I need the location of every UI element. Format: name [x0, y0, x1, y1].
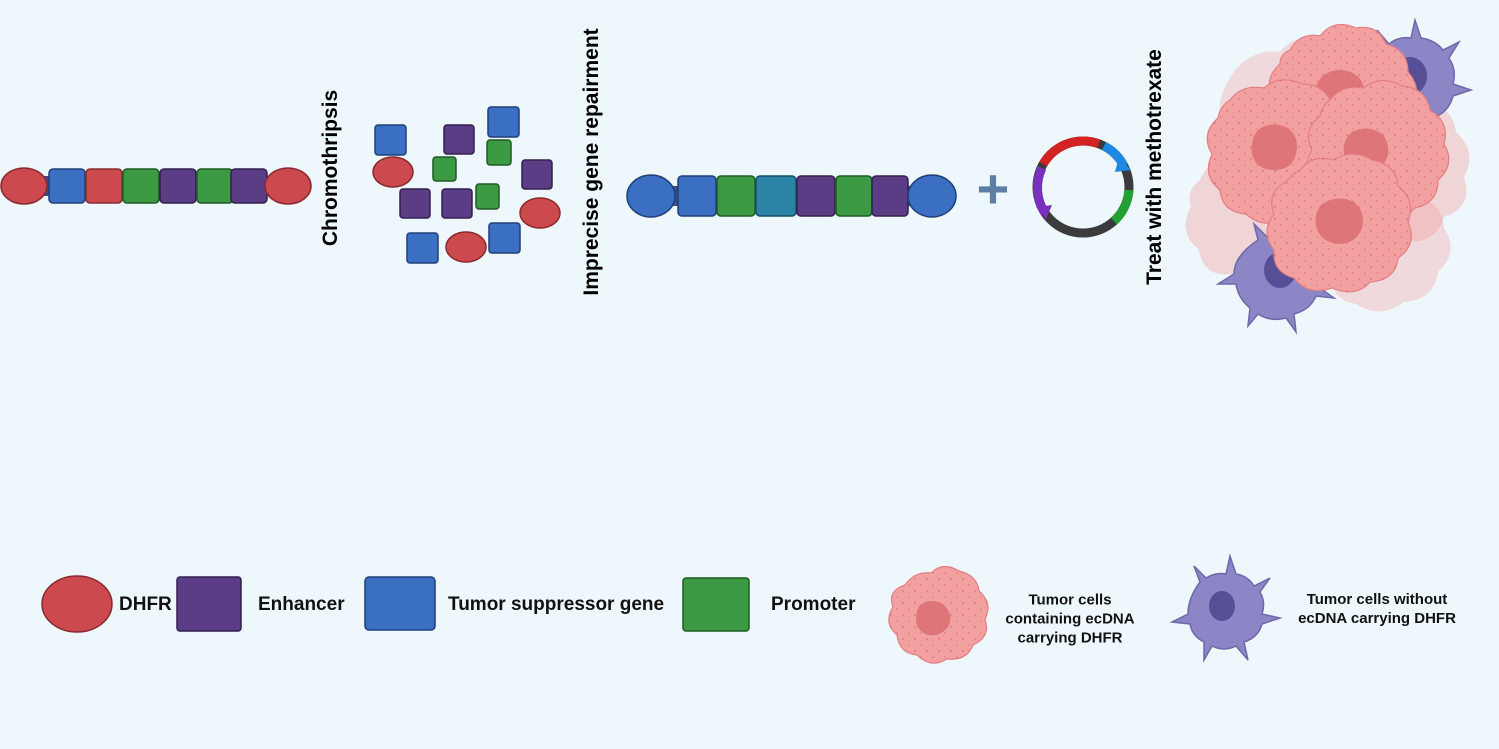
enhancer-segment: [230, 168, 268, 204]
legend-dhfr-icon: [41, 575, 113, 633]
ring-red-segment-b: [1082, 136, 1101, 149]
fragment-dhfr: [372, 156, 414, 188]
enhancer-segment: [871, 175, 909, 217]
promoter-segment: [122, 168, 160, 204]
step-chromothripsis-label: Chromothripsis: [319, 89, 342, 247]
enhancer-segment: [796, 175, 836, 217]
fragment-dhfr: [445, 231, 487, 263]
ecdna-ring: [1032, 136, 1134, 238]
fragment-enhancer: [443, 124, 475, 155]
teal-segment: [755, 175, 797, 217]
tumor-suppressor-segment: [48, 168, 86, 204]
legend-tumor-with-ecdna-line: Tumor cells: [1028, 591, 1112, 609]
legend-tumor-without-ecdna-line: Tumor cells without: [1306, 591, 1448, 608]
fragment-enhancer: [441, 188, 473, 219]
promoter-segment: [196, 168, 234, 204]
ring-arrow-blue: [1115, 157, 1131, 172]
legend-tumor-without-ecdna-line: ecDNA carrying DHFR: [1298, 610, 1456, 627]
legend-tumor-suppressor-icon: [364, 576, 436, 631]
step-treat-label: Treat with methotrexate: [1143, 49, 1166, 285]
plus-sign: +: [977, 157, 1010, 220]
legend-immune-cell-icon: [1169, 553, 1283, 663]
legend-tumor-cell-icon: [888, 565, 989, 664]
tumor-suppressor-end-left: [626, 174, 676, 218]
tumor-cell: [1266, 153, 1412, 293]
ring-red-segment: [1039, 136, 1084, 167]
dhfr-end-left: [0, 167, 48, 205]
fragment-promoter: [432, 156, 457, 182]
legend-tumor-without-ecdna-label: Tumor cells without ecDNA carrying DHFR: [1298, 590, 1456, 628]
tumor-suppressor-end-right: [907, 174, 957, 218]
legend-tumor-with-ecdna-label: Tumor cells containing ecDNA carrying DH…: [1005, 591, 1134, 648]
ring-arrow-purple: [1036, 205, 1052, 219]
fragment-enhancer: [399, 188, 431, 219]
fragment-enhancer: [521, 159, 553, 190]
legend-dhfr-label: DHFR: [119, 594, 172, 615]
fragment-dhfr: [519, 197, 561, 229]
promoter-segment: [716, 175, 756, 217]
dhfr-segment: [85, 168, 123, 204]
legend-tumor-with-ecdna-line: containing ecDNA: [1005, 610, 1135, 628]
original-chromosome: [0, 167, 312, 205]
step-repair-label: Imprecise gene repairment: [580, 28, 603, 296]
fragment-promoter: [486, 139, 512, 166]
dhfr-end-right: [264, 167, 312, 205]
shattered-fragments: [372, 106, 561, 264]
fragment-tumor-suppressor: [487, 106, 520, 138]
fragment-promoter: [475, 183, 500, 210]
legend-icons: [41, 553, 1283, 664]
legend-enhancer-icon: [176, 576, 242, 632]
legend-promoter-label: Promoter: [771, 594, 856, 615]
tumor-cluster: [1185, 17, 1474, 335]
ring-green-segment: [1110, 189, 1134, 225]
repaired-chromosome: [626, 174, 957, 218]
enhancer-segment: [159, 168, 197, 204]
promoter-segment: [835, 175, 873, 217]
legend-enhancer-label: Enhancer: [258, 594, 345, 615]
legend-promoter-icon: [682, 577, 750, 632]
fragment-tumor-suppressor: [406, 232, 439, 264]
legend-tumor-with-ecdna-line: carrying DHFR: [1017, 629, 1123, 647]
fragment-tumor-suppressor: [374, 124, 407, 156]
fragment-tumor-suppressor: [488, 222, 521, 254]
legend-tumor-suppressor-label: Tumor suppressor gene: [448, 594, 665, 615]
tumor-suppressor-segment: [677, 175, 717, 217]
